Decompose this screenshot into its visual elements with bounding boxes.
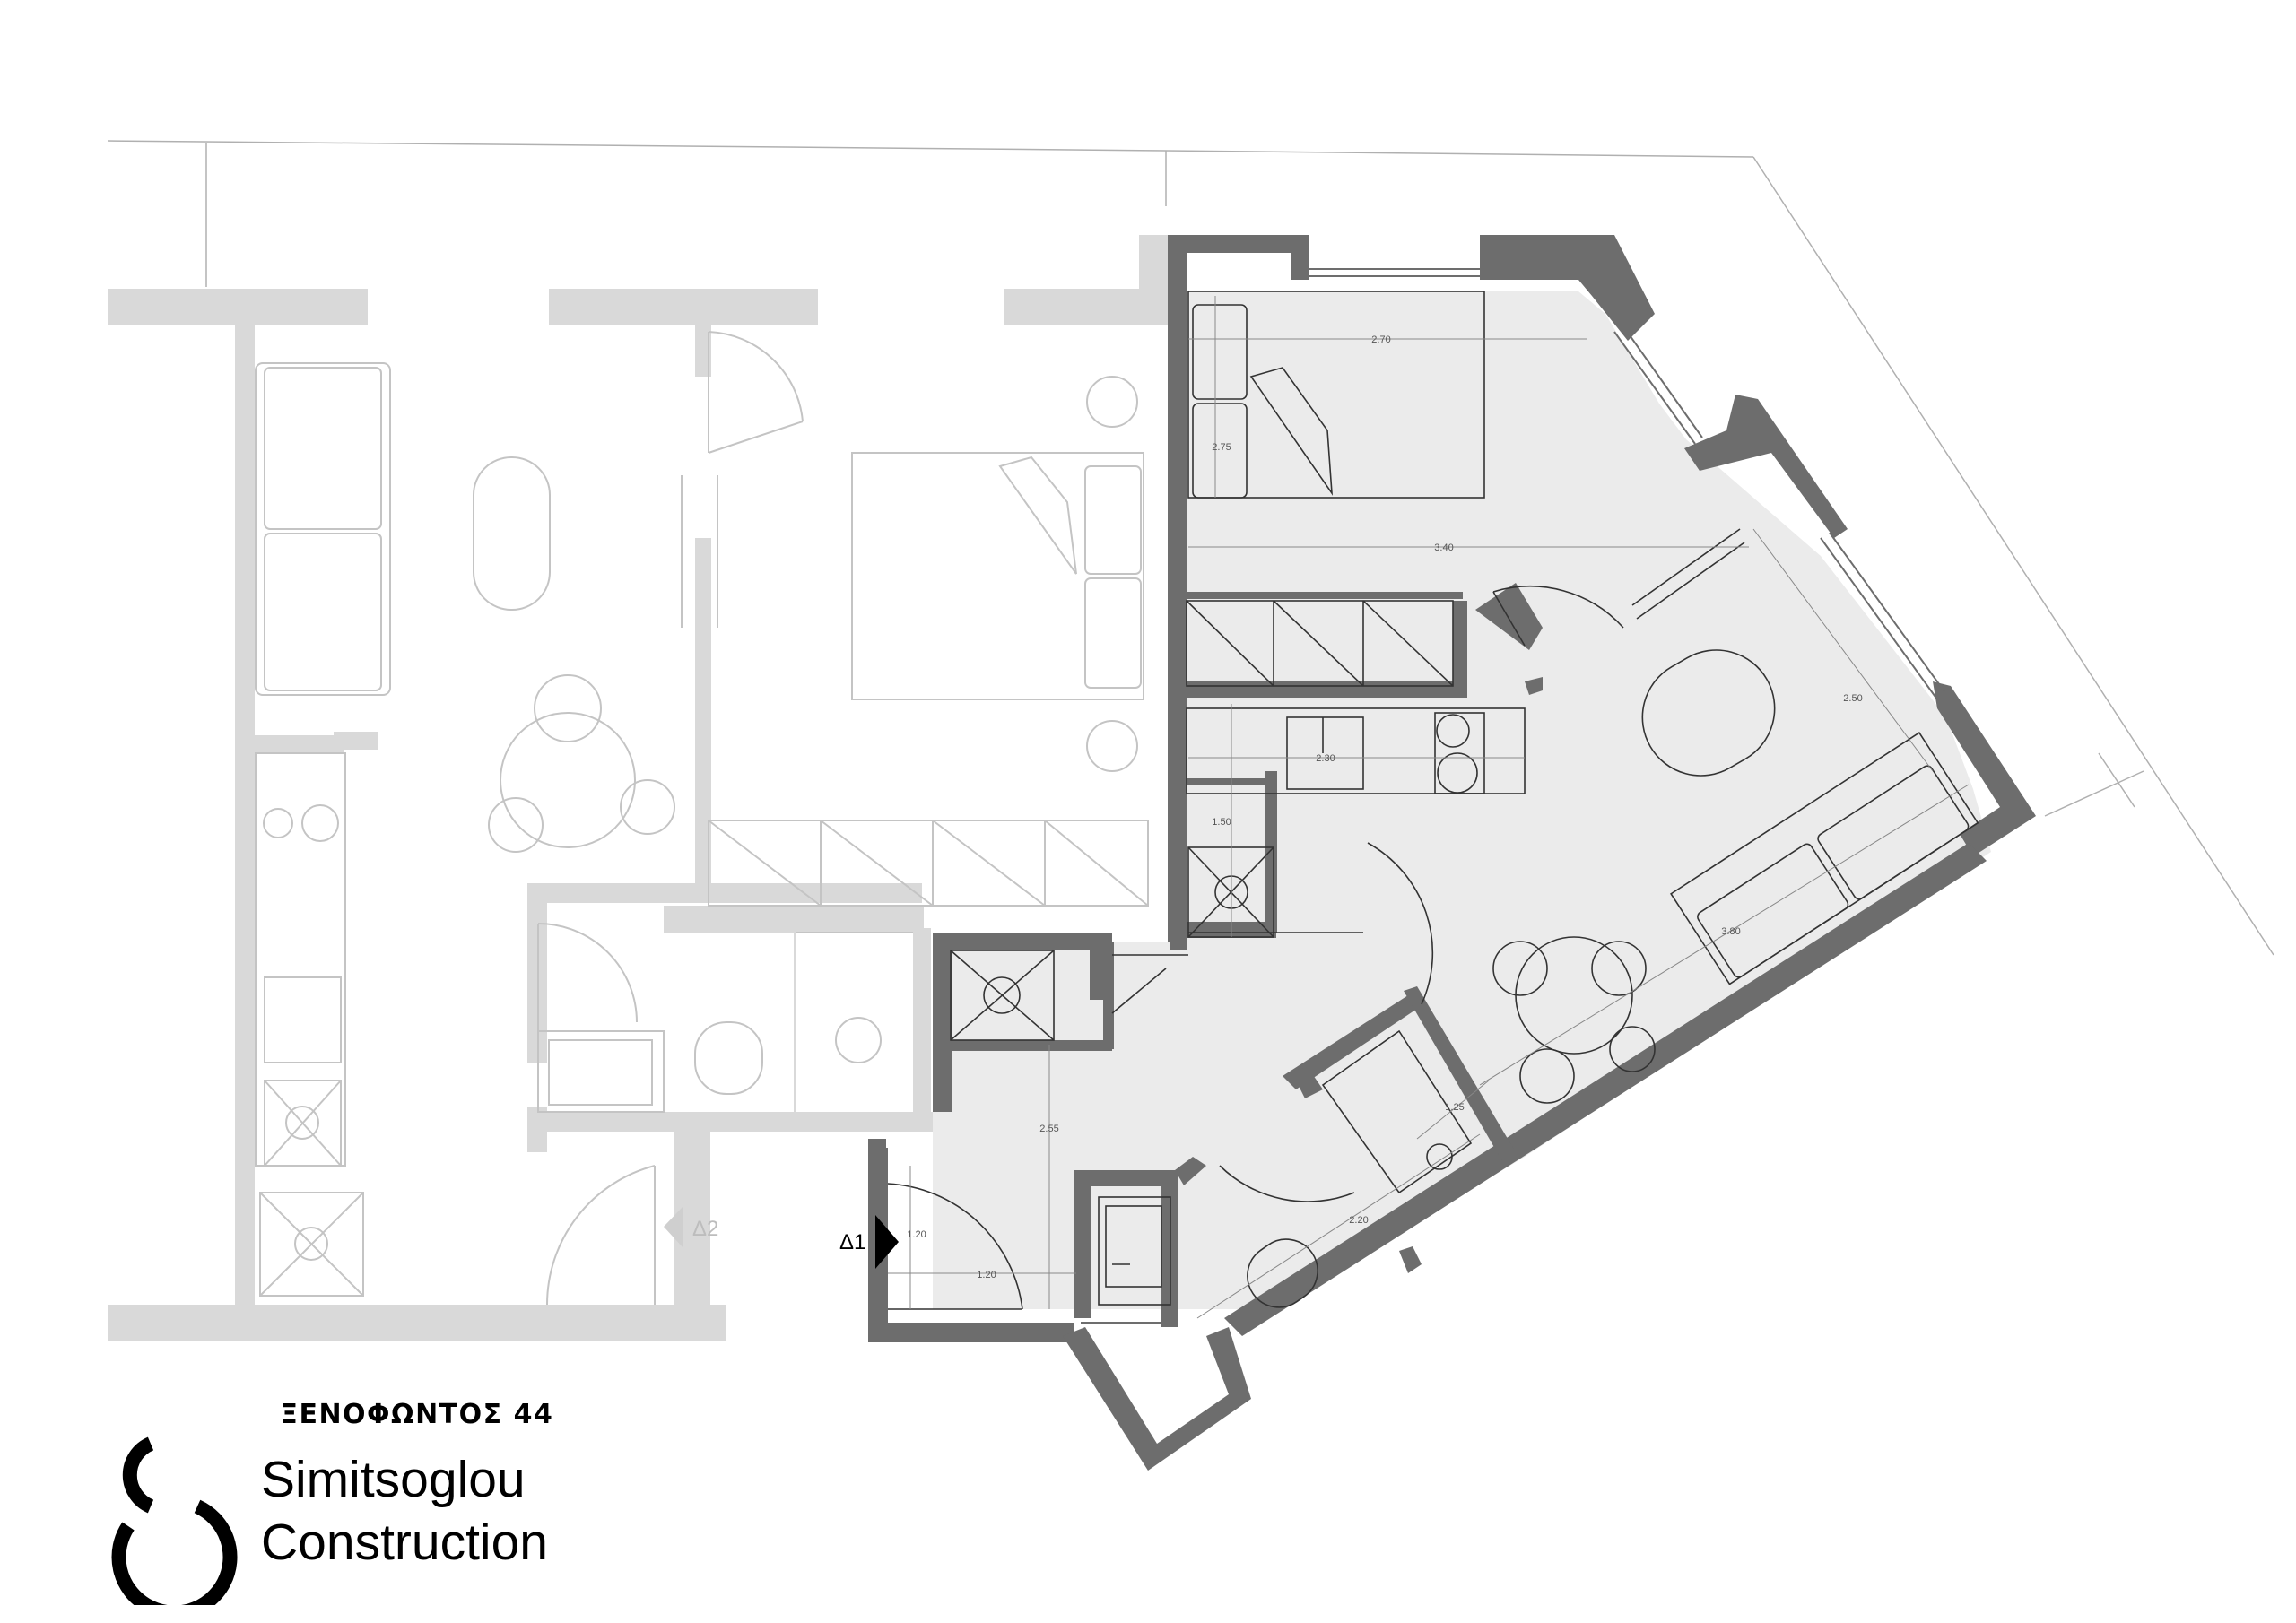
project-title: ΞΕΝΟΦΩΝΤΟΣ 44	[281, 1399, 554, 1430]
dim-label: 2.55	[1039, 1124, 1058, 1134]
kitchen-counter	[1186, 707, 1526, 794]
dim-label: 3.80	[1721, 926, 1740, 937]
dim-label: 2.70	[1371, 334, 1390, 345]
title-block: ΞΕΝΟΦΩΝΤΟΣ 44 Simitsoglou Construction	[97, 1399, 671, 1605]
dim-label: 1.50	[1212, 817, 1231, 828]
apartment-walls	[868, 235, 2036, 1471]
shower	[950, 950, 1055, 1041]
dining-table-oval	[1641, 649, 1776, 777]
dim-label: 2.50	[1843, 693, 1862, 704]
company-logo	[111, 1436, 238, 1605]
dim-label: 1.25	[1445, 1102, 1464, 1113]
entrance-label-2: Δ2	[692, 1217, 718, 1241]
apartment-furniture	[887, 291, 1979, 1310]
entrance-label-1: Δ1	[839, 1230, 865, 1254]
entrance-marker-1: Δ1	[839, 1215, 899, 1269]
dim-label: 1.20	[907, 1229, 926, 1240]
bed	[1187, 291, 1485, 499]
company-name-line2: Construction	[261, 1514, 548, 1571]
neighbour-fixtures	[255, 331, 1149, 1306]
dim-label: 2.75	[1212, 442, 1231, 453]
dim-label: 1.20	[977, 1270, 996, 1280]
dim-label: 2.20	[1349, 1215, 1368, 1226]
dimension-labels: 2.70 2.75 3.40 2.30 1.50 2.50 3.80 1.25 …	[907, 334, 1862, 1280]
dimension-lines	[888, 296, 1970, 1319]
dim-label: 3.40	[1434, 542, 1453, 553]
windows	[1081, 268, 1947, 1324]
apartment-floor	[933, 291, 1991, 1309]
entrance-marker-2: Δ2	[664, 1206, 718, 1248]
site-outline	[107, 140, 2274, 956]
company-name-line1: Simitsoglou	[261, 1451, 526, 1508]
wc	[1247, 1238, 1318, 1308]
dim-label: 2.30	[1316, 753, 1335, 764]
wardrobe	[1186, 600, 1454, 687]
